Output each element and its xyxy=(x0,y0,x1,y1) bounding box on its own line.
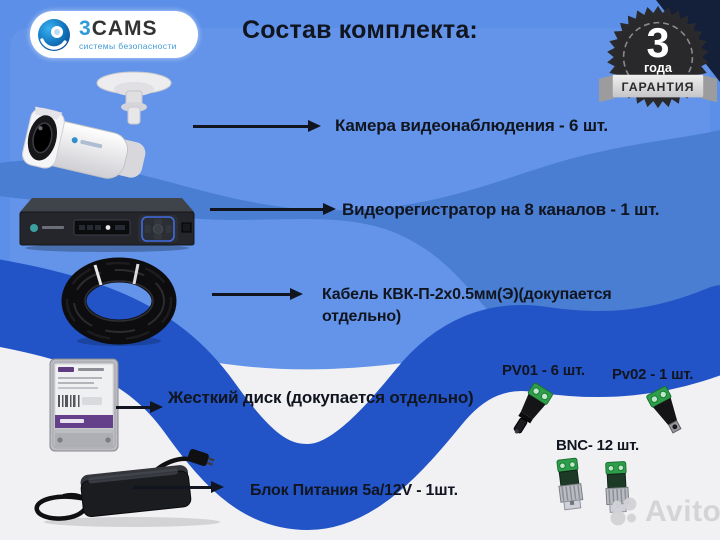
item-label-camera: Камера видеонаблюдения - 6 шт. xyxy=(335,116,608,135)
badge-ribbon xyxy=(612,74,704,98)
warranty-badge: 3 года ГАРАНТИЯ xyxy=(599,5,717,109)
avito-watermark: Avito xyxy=(610,495,720,529)
power-supply-image xyxy=(34,449,220,527)
avito-watermark-label: Avito xyxy=(645,495,720,528)
badge-number: 3 xyxy=(647,20,670,66)
brand-logo: 3CAMS системы безопасности xyxy=(30,11,198,58)
badge-label: ГАРАНТИЯ xyxy=(622,80,695,94)
item-label-dvr: Видеорегистратор на 8 каналов - 1 шт. xyxy=(342,200,660,219)
connector-label-bnc: BNC- 12 шт. xyxy=(556,437,640,454)
page-title: Состав комплекта: xyxy=(242,16,478,44)
dvr-image xyxy=(19,198,195,252)
brand-name: 3CAMS xyxy=(79,17,158,41)
ribbon-tail-right xyxy=(701,74,717,103)
item-label-psu: Блок Питания 5а/12V - 1шт. xyxy=(250,482,458,499)
camera-lens-icon xyxy=(38,18,70,51)
ribbon-tail-left xyxy=(599,74,615,103)
cable-coil-image xyxy=(61,257,177,346)
pv02-connector-image xyxy=(646,386,682,434)
arrow-dvr xyxy=(210,203,336,215)
bnc-connector-image-1 xyxy=(556,457,584,511)
arrow-hdd xyxy=(116,401,163,413)
arrow-cable xyxy=(212,288,303,300)
connector-label-pv02: Pv02 - 1 шт. xyxy=(612,366,694,383)
brand-tagline: системы безопасности xyxy=(79,41,177,52)
badge-years: года xyxy=(644,60,673,75)
arrow-psu xyxy=(133,481,224,493)
item-label-hdd: Жесткий диск (докупается отдельно) xyxy=(168,388,474,407)
connector-label-pv01: PV01 - 6 шт. xyxy=(502,362,585,379)
avito-logo-icon xyxy=(610,497,637,526)
pv01-connector-image xyxy=(513,382,553,434)
arrow-camera xyxy=(193,120,321,132)
brand-text: 3CAMS системы безопасности xyxy=(79,18,177,51)
hdd-image xyxy=(49,358,119,452)
camera-image xyxy=(21,71,172,179)
item-label-cable: Кабель КВК-П-2х0.5мм(Э)(докупается отдел… xyxy=(322,286,612,325)
bnc-connector-image-2 xyxy=(605,461,630,513)
